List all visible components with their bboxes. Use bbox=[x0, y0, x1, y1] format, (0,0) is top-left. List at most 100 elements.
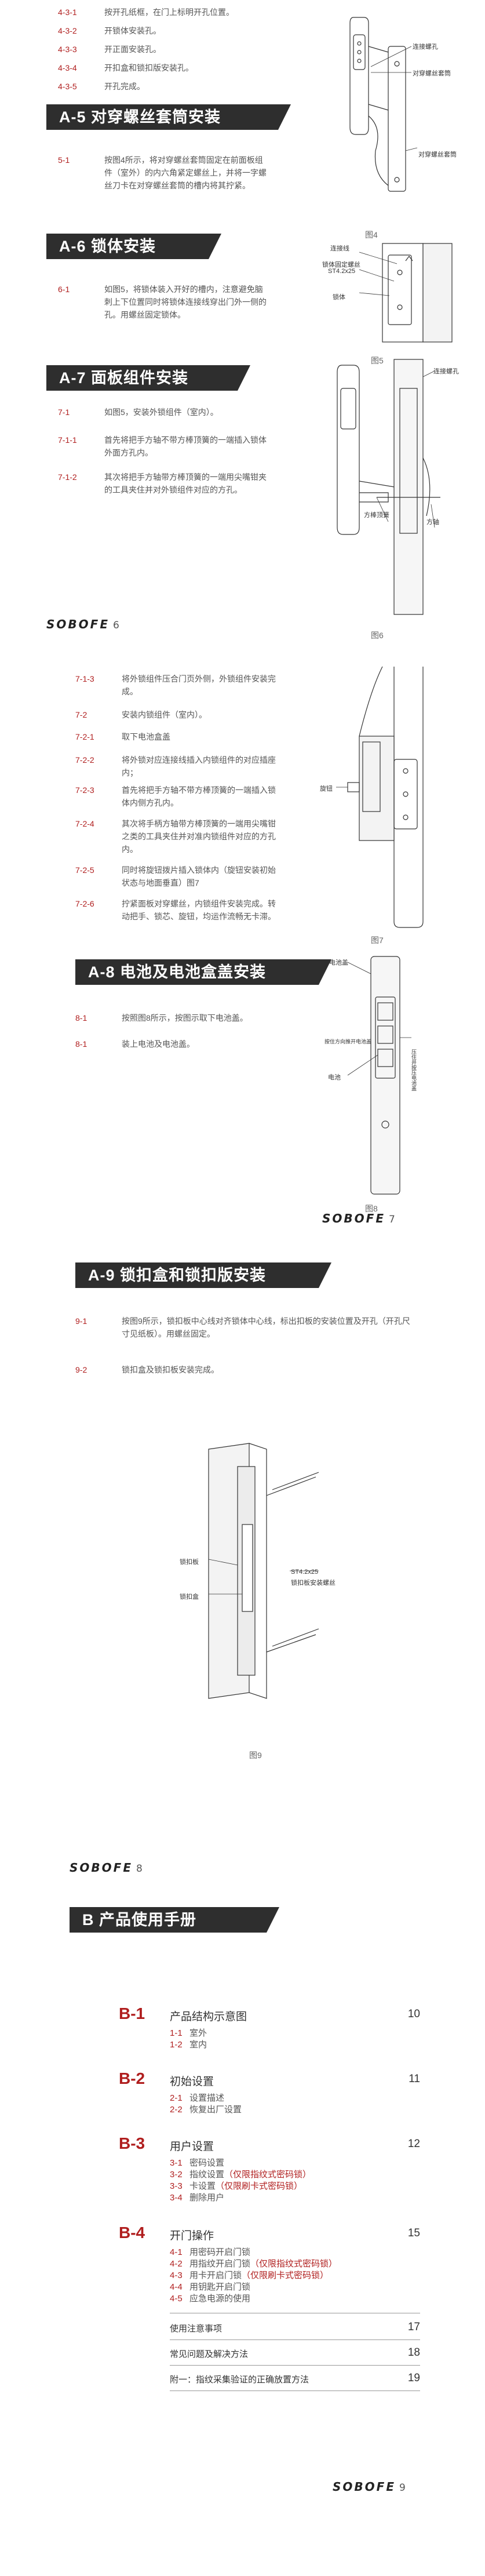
step-number: 7-2-2 bbox=[75, 755, 94, 765]
step-text: 装上电池及电池盖。 bbox=[122, 1039, 195, 1049]
toc-section-number: B-4 bbox=[119, 2224, 145, 2242]
toc-page-number: 10 bbox=[407, 2008, 420, 2020]
toc-section-title: 产品结构示意图 bbox=[170, 2011, 247, 2023]
toc-section-title: 使用注意事项 bbox=[170, 2324, 223, 2334]
step-text: 按照图8所示，按图示取下电池盖。 bbox=[122, 1013, 248, 1023]
page-number: 9 bbox=[399, 2482, 406, 2494]
step-number: 7-1 bbox=[58, 407, 70, 417]
toc-page-number: 19 bbox=[407, 2372, 420, 2384]
toc-page-number: 15 bbox=[407, 2227, 420, 2239]
brand-logo: SOBOFE bbox=[333, 2480, 396, 2494]
toc-section-title: 附一：指纹采集验证的正确放置方法 bbox=[170, 2375, 309, 2385]
toc-section-number: B-3 bbox=[119, 2134, 145, 2152]
step-text: 其次将手柄方轴带方棒顶簧的一端用尖嘴钳之类的工具夹住并对准内锁组件对应的方孔内。 bbox=[122, 819, 276, 854]
step-number: 7-2 bbox=[75, 710, 87, 719]
step-number: 9-1 bbox=[75, 1316, 87, 1326]
callout-label: 连接螺孔 bbox=[413, 43, 438, 50]
step-number: 6-1 bbox=[58, 285, 70, 294]
step-number: 8-1 bbox=[75, 1039, 87, 1049]
page-number: 7 bbox=[388, 1214, 395, 1225]
figure-8-diagram bbox=[347, 956, 411, 1195]
callout-label: 锁扣盒 bbox=[180, 1593, 199, 1600]
step-text: 锁扣盒及锁扣板安装完成。 bbox=[122, 1365, 219, 1374]
toc-page-number: 11 bbox=[409, 2073, 420, 2085]
figure-4-diagram bbox=[349, 17, 418, 192]
step-text: 开孔完成。 bbox=[104, 82, 145, 91]
step-number: 8-1 bbox=[75, 1013, 87, 1023]
step-text: 按开孔纸框，在门上标明开孔位置。 bbox=[104, 8, 234, 17]
toc-page-number: 12 bbox=[407, 2138, 420, 2150]
step-text: 如图5，将锁体装入开好的槽内，注意避免脑刺上下位置同时将锁体连接线穿出门外一侧的… bbox=[104, 285, 267, 319]
step-number: 7-1-3 bbox=[75, 674, 94, 683]
step-number: 9-2 bbox=[75, 1365, 87, 1374]
toc-extra-2: 常见问题及解决方法 18 bbox=[119, 2346, 420, 2362]
brand-logo: SOBOFE bbox=[46, 617, 110, 631]
callout-label: ST4.2x25 bbox=[328, 268, 356, 275]
step-text: 首先将把手方轴不带方棒顶簧的一端插入锁体内侧方孔内。 bbox=[122, 785, 276, 807]
step-number: 4-3-3 bbox=[58, 45, 77, 54]
step-text: 按图9所示，锁扣板中心线对齐锁体中心线，标出扣板的安装位置及开孔（开孔尺寸见纸板… bbox=[122, 1316, 410, 1338]
callout-label: 锁扣板安装螺丝 bbox=[291, 1580, 336, 1587]
toc-divider bbox=[170, 2339, 420, 2340]
callout-label: 锁体 bbox=[333, 294, 345, 301]
callout-label: 锁扣板 bbox=[180, 1559, 199, 1566]
step-number: 7-2-6 bbox=[75, 899, 94, 908]
section-a7-banner: A-7 面板组件安装 bbox=[46, 365, 250, 391]
section-a8-banner: A-8 电池及电池盒盖安装 bbox=[75, 959, 331, 985]
step-text: 其次将把手方轴带方棒顶簧的一端用尖嘴钳夹的工具夹住并对外锁组件对应的方孔。 bbox=[104, 472, 267, 494]
step-number: 7-2-3 bbox=[75, 785, 94, 795]
section-a6-banner: A-6 锁体安装 bbox=[46, 234, 221, 259]
toc-page-number: 17 bbox=[407, 2321, 420, 2333]
figure-9-diagram bbox=[208, 1443, 319, 1699]
step-text: 按图4所示，将对穿螺丝套筒固定在前面板组件（室外）的内六角紧定螺丝上，并将一字螺… bbox=[104, 155, 267, 190]
figure-8-caption: 图8 bbox=[365, 1204, 378, 1213]
step-text: 开正面安装孔。 bbox=[104, 45, 161, 54]
brand-logo: SOBOFE bbox=[70, 1861, 133, 1875]
callout-label: 压住并按压电池盖 bbox=[411, 1049, 417, 1091]
step-text: 将外锁组件压合门页外侧，外锁组件安装完成。 bbox=[122, 674, 276, 696]
section-a9-banner: A-9 锁扣盒和锁扣版安装 bbox=[75, 1262, 331, 1288]
toc-section-title: 初始设置 bbox=[170, 2076, 214, 2088]
step-number: 5-1 bbox=[58, 155, 70, 165]
page-number: 6 bbox=[112, 620, 119, 631]
toc-page-number: 18 bbox=[407, 2346, 420, 2359]
callout-label: 连接线 bbox=[330, 245, 349, 252]
step-number: 4-3-2 bbox=[58, 26, 77, 35]
step-text: 安装内锁组件（室内）。 bbox=[122, 710, 207, 719]
callout-label: 方轴 bbox=[426, 519, 439, 526]
callout-label: 电池 bbox=[328, 1074, 341, 1081]
toc-section-title: 常见问题及解决方法 bbox=[170, 2349, 249, 2359]
toc-section-title: 用户设置 bbox=[170, 2141, 214, 2153]
step-text: 如图5，安装外锁组件（室内）。 bbox=[104, 407, 218, 417]
step-text: 首先将把手方轴不带方棒顶簧的一端插入锁体外面方孔内。 bbox=[104, 435, 267, 457]
callout-label: 电池盖 bbox=[329, 959, 348, 966]
figure-5-caption: 图5 bbox=[371, 356, 384, 365]
figure-9-caption: 图9 bbox=[249, 1751, 262, 1760]
callout-label: 锁体固定螺丝 bbox=[322, 261, 360, 268]
toc-divider bbox=[170, 2365, 420, 2366]
callout-label: 连接螺孔 bbox=[433, 368, 459, 375]
step-text: 将外锁对应连接线插入内锁组件的对应插座内； bbox=[122, 755, 276, 777]
figure-6-caption: 图6 bbox=[371, 631, 384, 640]
step-number: 7-2-4 bbox=[75, 819, 94, 828]
toc-section-number: B-2 bbox=[119, 2069, 145, 2087]
step-text: 同时将旋钮拨片插入锁体内（旋钮安装初始状态与地面垂直）图7 bbox=[122, 865, 276, 887]
step-number: 4-3-5 bbox=[58, 82, 77, 91]
callout-label: ST4.2x25 bbox=[291, 1569, 319, 1576]
step-number: 7-2-1 bbox=[75, 732, 94, 741]
figure-7-caption: 图7 bbox=[371, 936, 384, 945]
step-text: 开锁体安装孔。 bbox=[104, 26, 161, 35]
step-text: 取下电池盒盖 bbox=[122, 732, 170, 741]
